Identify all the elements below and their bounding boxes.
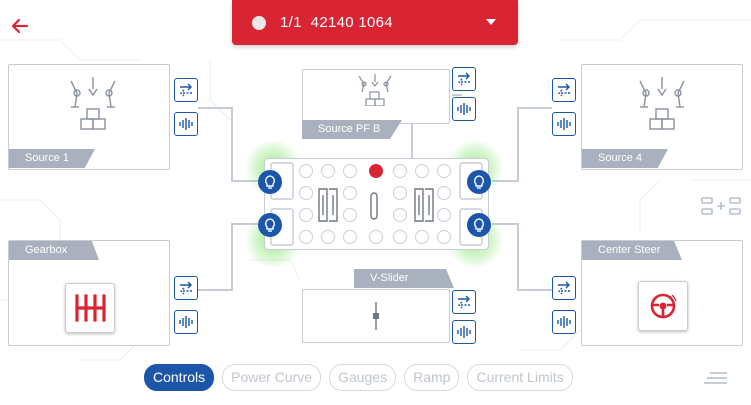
menu-button[interactable] bbox=[704, 371, 728, 385]
device-label: 1/1 42140 1064 bbox=[280, 14, 393, 31]
panel-label: Source 4 bbox=[582, 149, 668, 168]
connection-status-dot bbox=[252, 15, 266, 30]
panel-v-slider[interactable] bbox=[302, 289, 450, 343]
tab-power-curve[interactable]: Power Curve bbox=[222, 364, 322, 391]
panel-source-pf-b[interactable] bbox=[302, 69, 450, 124]
gearbox-sound-button[interactable] bbox=[174, 310, 198, 334]
panel-label: Center Steer bbox=[582, 241, 682, 260]
robot-arm-icon bbox=[639, 77, 685, 130]
bottom-tab-bar: Controls Power Curve Gauges Ramp Current… bbox=[144, 364, 573, 391]
sound-wave-icon bbox=[179, 316, 193, 328]
tab-controls[interactable]: Controls bbox=[144, 364, 215, 391]
panel-source-4[interactable]: Source 4 bbox=[581, 64, 743, 170]
swap-arrows-icon bbox=[558, 281, 570, 295]
panel-label: Source PF B bbox=[302, 120, 402, 139]
robot-arm-icon bbox=[358, 74, 392, 106]
tab-gauges[interactable]: Gauges bbox=[329, 364, 397, 391]
panel-label: V-Slider bbox=[354, 269, 454, 288]
arrow-left-icon bbox=[11, 18, 29, 34]
gearbox-direction-button[interactable] bbox=[174, 276, 198, 300]
v-slider-direction-button[interactable] bbox=[452, 290, 476, 314]
panel-center-steer[interactable]: Center Steer bbox=[581, 240, 743, 346]
sound-wave-icon bbox=[179, 118, 193, 130]
robot-arm-icon bbox=[70, 77, 116, 130]
back-button[interactable] bbox=[6, 12, 34, 40]
chevron-down-icon bbox=[486, 19, 496, 25]
swap-arrows-icon bbox=[458, 72, 470, 86]
layout-adjust-button[interactable] bbox=[700, 195, 742, 217]
port-b-light-button[interactable] bbox=[467, 170, 491, 194]
gear-shift-icon bbox=[65, 283, 115, 333]
device-selector-dropdown[interactable]: 1/1 42140 1064 bbox=[232, 0, 518, 45]
lightbulb-icon bbox=[265, 175, 275, 189]
port-a-light-button[interactable] bbox=[258, 170, 282, 194]
plus-minus-icon bbox=[701, 197, 741, 215]
panel-source-1[interactable]: Source 1 bbox=[8, 64, 170, 170]
port-d-light-button[interactable] bbox=[467, 213, 491, 237]
port-c-light-button[interactable] bbox=[258, 213, 282, 237]
lightbulb-icon bbox=[265, 218, 275, 232]
sound-wave-icon bbox=[557, 118, 571, 130]
panel-label: Source 1 bbox=[9, 149, 95, 168]
source-4-sound-button[interactable] bbox=[552, 112, 576, 136]
lightbulb-icon bbox=[474, 218, 484, 232]
v-slider-sound-button[interactable] bbox=[452, 320, 476, 344]
lightbulb-icon bbox=[474, 175, 484, 189]
panel-gearbox[interactable]: Gearbox bbox=[8, 240, 170, 346]
source-4-direction-button[interactable] bbox=[552, 78, 576, 102]
slider-icon bbox=[373, 302, 379, 330]
source-pf-b-direction-button[interactable] bbox=[452, 67, 476, 91]
sound-wave-icon bbox=[557, 316, 571, 328]
panel-label: Gearbox bbox=[9, 241, 99, 260]
control-hub bbox=[264, 158, 489, 250]
source-1-sound-button[interactable] bbox=[174, 112, 198, 136]
tab-current-limits[interactable]: Current Limits bbox=[467, 364, 573, 391]
sound-wave-icon bbox=[457, 103, 471, 115]
tab-ramp[interactable]: Ramp bbox=[404, 364, 460, 391]
swap-arrows-icon bbox=[458, 295, 470, 309]
swap-arrows-icon bbox=[180, 281, 192, 295]
status-led bbox=[369, 164, 383, 178]
swap-arrows-icon bbox=[180, 83, 192, 97]
source-pf-b-sound-button[interactable] bbox=[452, 97, 476, 121]
center-steer-sound-button[interactable] bbox=[552, 310, 576, 334]
steering-wheel-icon bbox=[638, 281, 688, 331]
menu-icon bbox=[704, 372, 727, 384]
sound-wave-icon bbox=[457, 326, 471, 338]
swap-arrows-icon bbox=[558, 83, 570, 97]
source-1-direction-button[interactable] bbox=[174, 78, 198, 102]
center-steer-direction-button[interactable] bbox=[552, 276, 576, 300]
